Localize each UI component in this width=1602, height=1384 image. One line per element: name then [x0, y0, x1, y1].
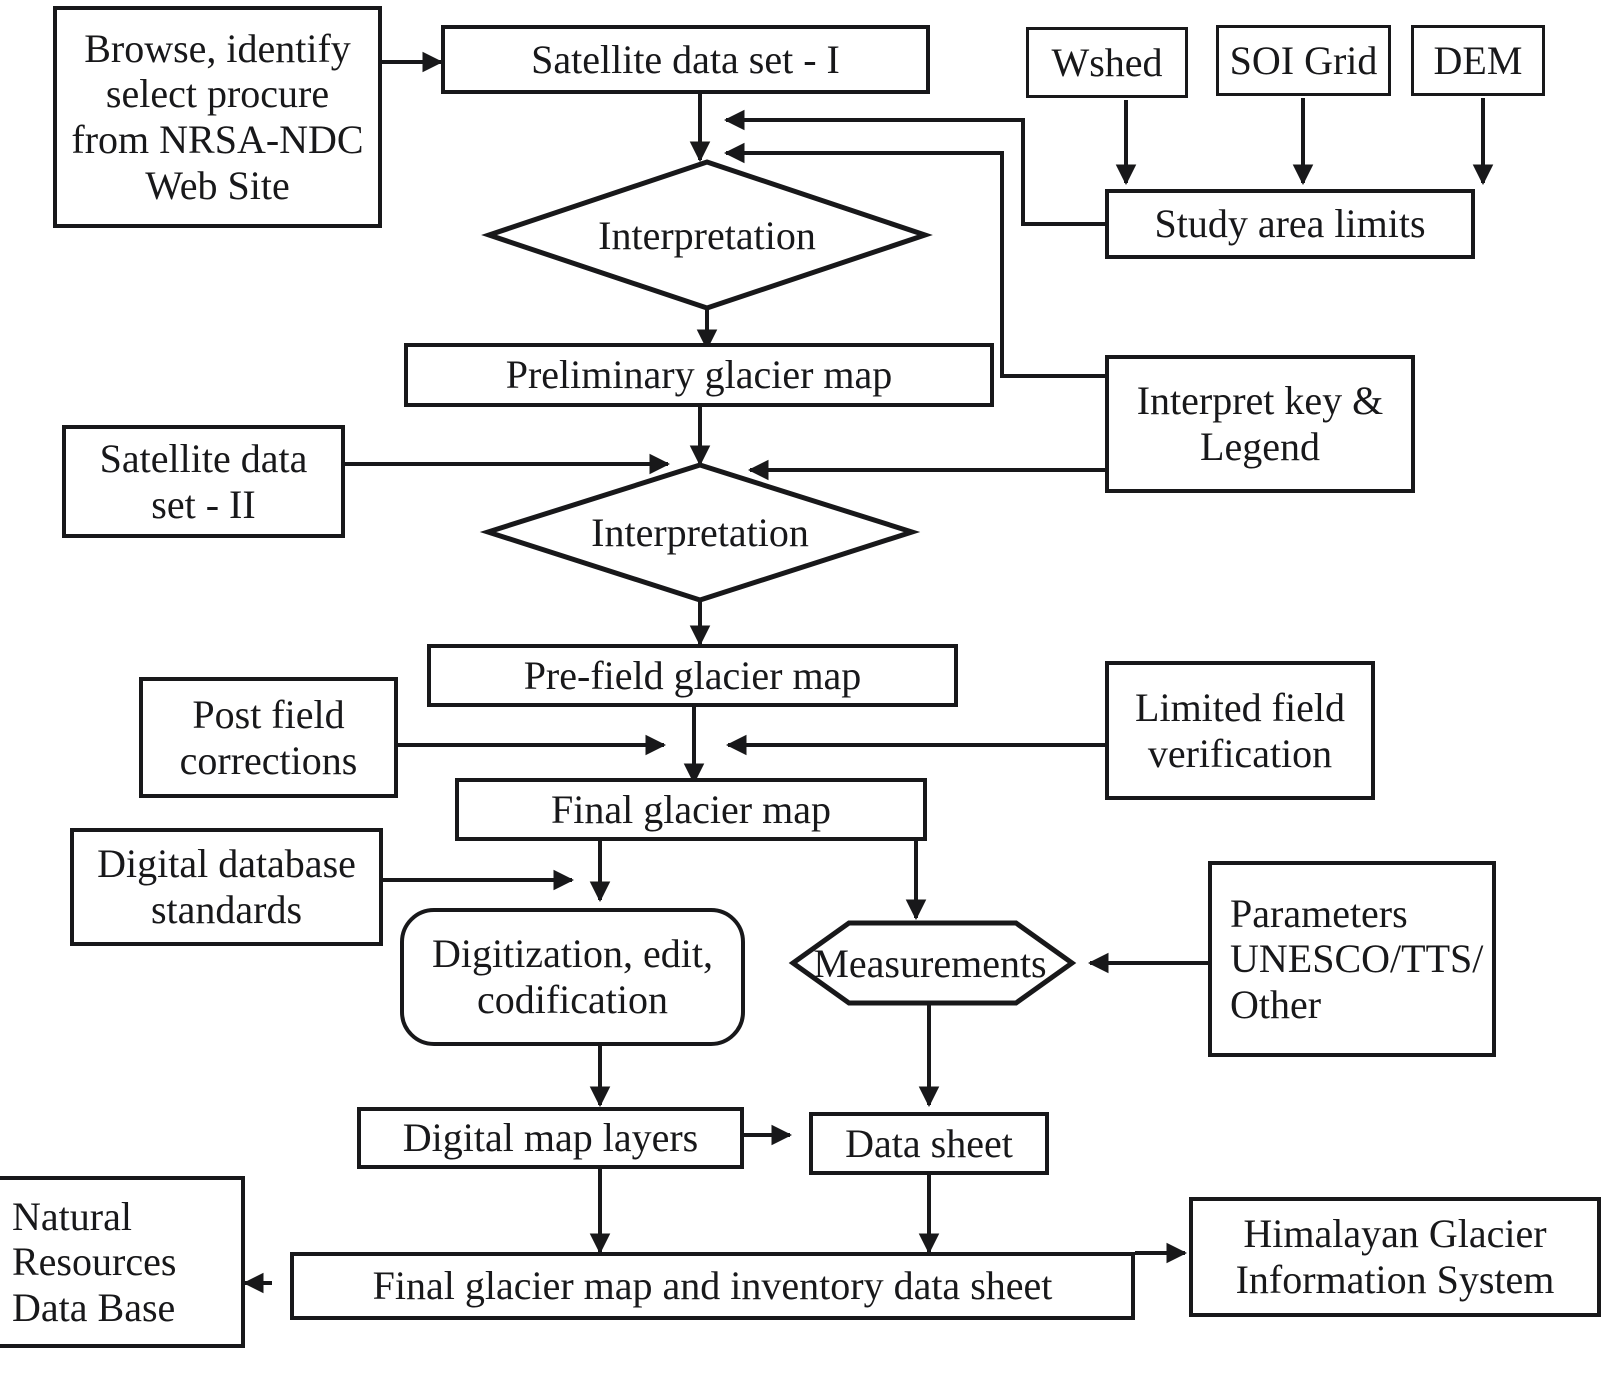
node-dem-label: DEM	[1433, 37, 1523, 83]
node-digital-map-layers[interactable]: Digital map layers	[357, 1107, 744, 1169]
node-final-glacier-map[interactable]: Final glacier map	[455, 778, 927, 841]
node-himalayan-glacier-information-system[interactable]: Himalayan Glacier Information System	[1189, 1197, 1601, 1317]
node-prefield-glacier-map-label: Pre-field glacier map	[523, 652, 862, 698]
node-final-map-and-inventory-label: Final glacier map and inventory data she…	[372, 1263, 1053, 1309]
node-digital-database-standards[interactable]: Digital database standards	[70, 828, 383, 946]
node-interpretation-1-label: Interpretation	[598, 212, 816, 258]
node-post-field-corrections-label: Post field corrections	[179, 691, 358, 783]
node-digital-map-layers-label: Digital map layers	[402, 1115, 699, 1161]
node-satellite-data-set-ii[interactable]: Satellite data set - II	[62, 425, 345, 538]
node-study-area-limits[interactable]: Study area limits	[1105, 189, 1475, 259]
node-prefield-glacier-map[interactable]: Pre-field glacier map	[427, 644, 958, 707]
node-study-area-limits-label: Study area limits	[1154, 201, 1426, 247]
node-final-map-and-inventory[interactable]: Final glacier map and inventory data she…	[290, 1252, 1135, 1320]
node-interpret-key-legend[interactable]: Interpret key & Legend	[1105, 355, 1415, 493]
node-interpretation-1[interactable]: Interpretation	[489, 205, 925, 265]
edge-study-area-to-interp1	[723, 109, 1105, 226]
node-measurements[interactable]: Measurements	[805, 933, 1055, 993]
node-limited-field-verification[interactable]: Limited field verification	[1105, 661, 1375, 800]
node-limited-field-verification-label: Limited field verification	[1135, 684, 1345, 776]
node-natural-resources-data-base[interactable]: Natural Resources Data Base	[0, 1176, 245, 1348]
node-himalayan-glacier-information-system-label: Himalayan Glacier Information System	[1235, 1211, 1555, 1302]
node-soi-grid-label: SOI Grid	[1229, 37, 1378, 83]
node-preliminary-glacier-map-label: Preliminary glacier map	[505, 352, 893, 398]
node-interpretation-2-label: Interpretation	[591, 509, 809, 555]
node-natural-resources-data-base-label: Natural Resources Data Base	[12, 1193, 177, 1330]
node-digitization-edit-codification[interactable]: Digitization, edit, codification	[400, 908, 745, 1046]
node-browse-procure[interactable]: Browse, identify select procure from NRS…	[53, 6, 382, 228]
node-interpret-key-legend-label: Interpret key & Legend	[1136, 378, 1384, 469]
node-digitization-edit-codification-label: Digitization, edit, codification	[431, 931, 714, 1022]
interpretation-2-diamond-shape	[479, 462, 921, 603]
measurements-hexagon-shape	[788, 920, 1077, 1006]
node-browse-procure-label: Browse, identify select procure from NRS…	[71, 25, 364, 208]
interpretation-1-diamond-shape	[481, 159, 933, 311]
node-measurements-label: Measurements	[813, 940, 1047, 986]
node-wshed[interactable]: Wshed	[1026, 27, 1188, 98]
node-dem[interactable]: DEM	[1411, 25, 1545, 96]
node-interpretation-2[interactable]: Interpretation	[488, 502, 912, 562]
node-preliminary-glacier-map[interactable]: Preliminary glacier map	[404, 343, 994, 407]
node-data-sheet[interactable]: Data sheet	[809, 1112, 1049, 1175]
node-wshed-label: Wshed	[1051, 39, 1163, 85]
node-final-glacier-map-label: Final glacier map	[551, 786, 831, 832]
node-satellite-data-set-ii-label: Satellite data set - II	[99, 435, 308, 527]
node-parameters[interactable]: Parameters UNESCO/TTS/ Other	[1208, 861, 1496, 1057]
node-digital-database-standards-label: Digital database standards	[97, 841, 356, 932]
node-data-sheet-label: Data sheet	[845, 1120, 1013, 1166]
node-soi-grid[interactable]: SOI Grid	[1216, 25, 1391, 96]
node-post-field-corrections[interactable]: Post field corrections	[139, 677, 398, 798]
node-satellite-data-set-i[interactable]: Satellite data set - I	[441, 25, 930, 94]
node-parameters-label: Parameters UNESCO/TTS/ Other	[1230, 890, 1484, 1027]
node-satellite-data-set-i-label: Satellite data set - I	[531, 36, 840, 82]
